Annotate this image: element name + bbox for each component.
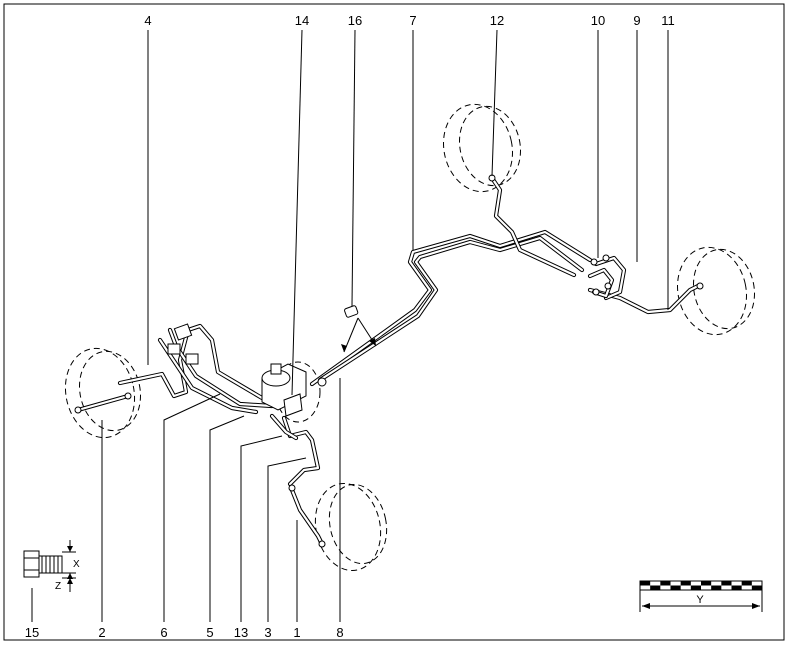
brake-pipe-segment-inner [270,414,298,440]
brake-pipe-segment-inner [588,268,614,298]
frame-border [3,3,785,641]
callout-13: 13 [234,625,248,640]
callout-1: 1 [293,625,300,640]
pipe-nut-detail [23,540,76,592]
callout-2: 2 [98,625,105,640]
callout-6: 6 [160,625,167,640]
callout-7: 7 [409,13,416,28]
scale-segment [670,585,681,590]
dimension-x-label: X [73,559,80,570]
scale-segment [650,585,661,590]
scale-segment [751,585,762,590]
callout-16: 16 [348,13,362,28]
brake-pipe-segment-inner [168,328,274,408]
callout-5: 5 [206,625,213,640]
union-arrows [341,317,377,353]
scale-segment [731,585,742,590]
brake-pipe-segment-inner [76,394,130,412]
brake-pipe-segment-inner [118,324,264,400]
wheel-front-right [314,482,388,572]
callout-8: 8 [336,625,343,640]
brake-pipe-segment-inner [290,488,324,546]
scale-segment [741,581,752,586]
pipe-union [344,305,359,318]
callout-10: 10 [591,13,605,28]
brake-pipe-segment-inner [588,283,702,314]
brake-pipe-segment-inner [318,236,584,382]
callout-14: 14 [295,13,309,28]
scale-segment [711,585,722,590]
scale-segment [721,581,732,586]
callout-9: 9 [633,13,640,28]
dimension-y-label: Y [696,594,704,606]
rear-fittings [74,174,704,548]
wheel-front-left [64,347,142,439]
brake-pipe-segment [489,175,577,278]
callout-12: 12 [490,13,504,28]
dimension-z-label: Z [55,581,61,592]
scale-segment [701,581,712,586]
brake-pipe-segment-inner [490,176,576,277]
brake-pipe-segment-inner [310,230,592,386]
wheel-rear-right [677,246,756,336]
scale-segment [690,585,701,590]
scale-segment [660,581,671,586]
master-cylinder [261,363,307,417]
callout-4: 4 [144,13,151,28]
junction-block-front [167,323,199,365]
scale-bar [639,580,763,612]
callout-15: 15 [25,625,39,640]
callout-3: 3 [264,625,271,640]
leader-lines [31,29,669,622]
callout-11: 11 [661,13,675,28]
scale-segment [640,581,651,586]
wheel-rear-left [443,103,522,193]
scale-segment [680,581,691,586]
